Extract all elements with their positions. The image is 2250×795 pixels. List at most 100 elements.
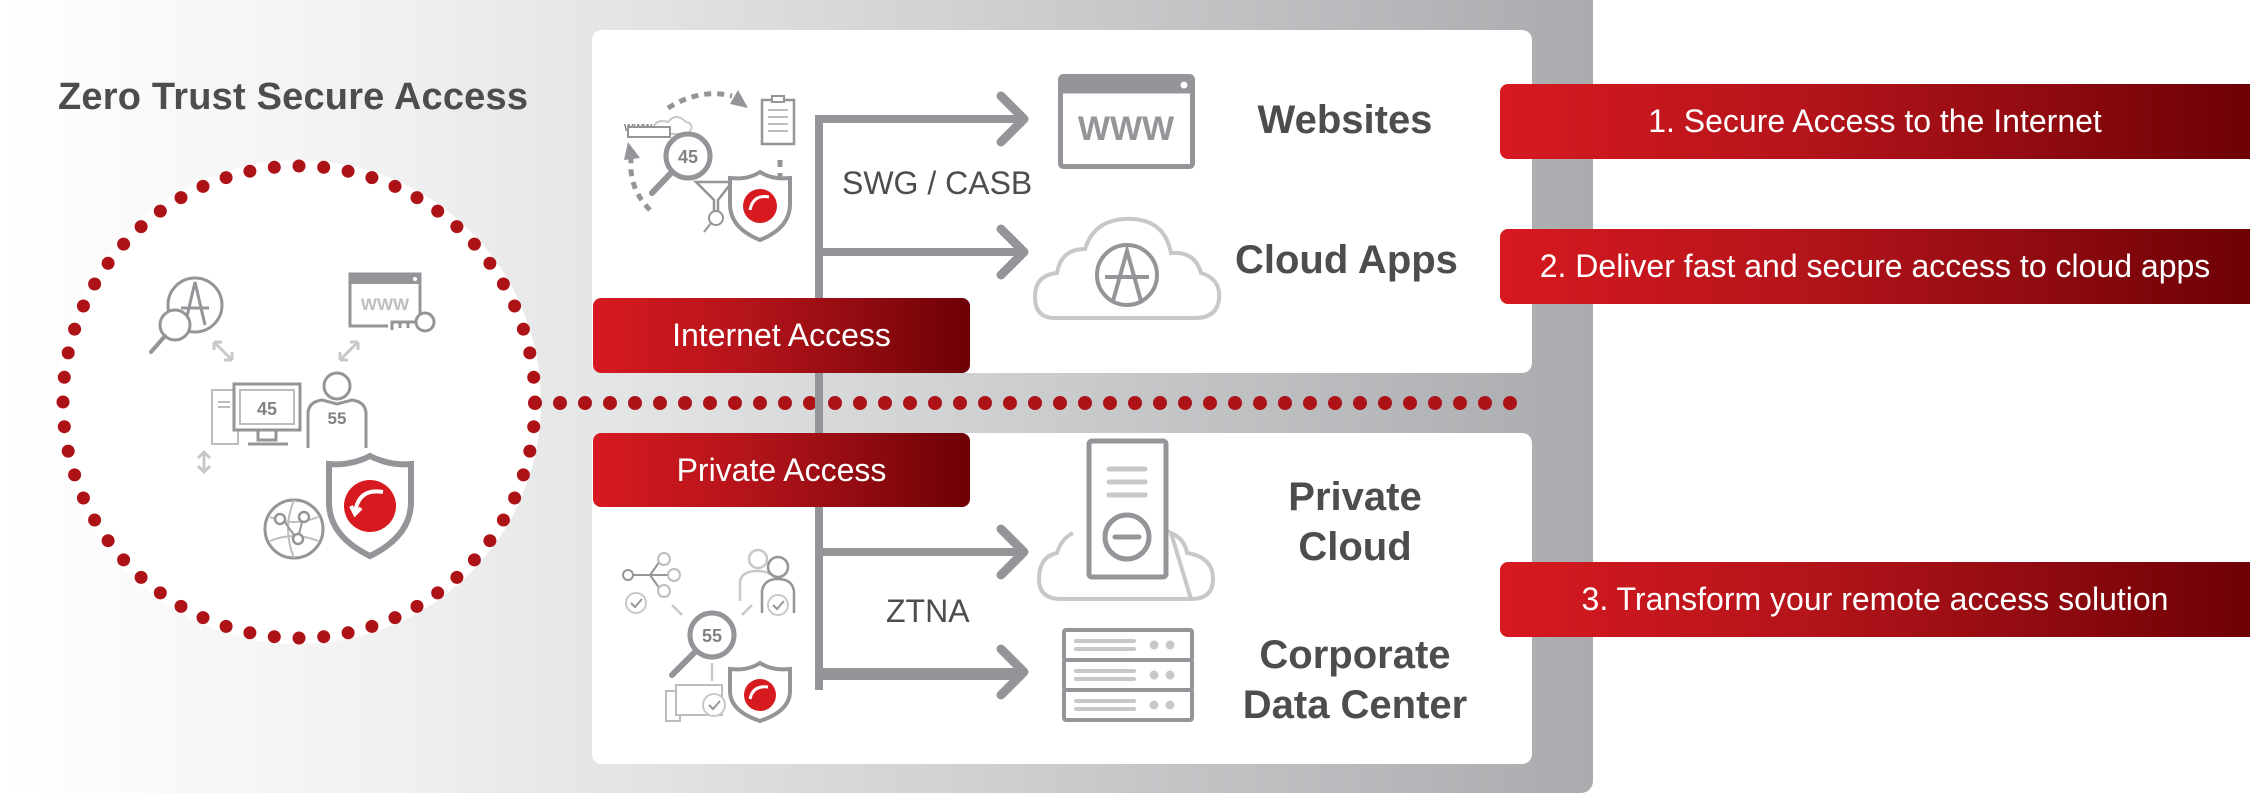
- benefit-banner-2: 2. Deliver fast and secure access to clo…: [1500, 229, 2250, 304]
- circle-dot: [88, 513, 102, 527]
- divider-dot: [1203, 396, 1217, 410]
- circle-dot: [388, 179, 402, 193]
- divider-dot: [1453, 396, 1467, 410]
- divider-dot: [1078, 396, 1092, 410]
- diagram-title: Zero Trust Secure Access: [58, 76, 529, 118]
- divider-dot: [903, 396, 917, 410]
- divider-dot: [578, 396, 592, 410]
- user-icon: 55: [306, 371, 368, 448]
- circle-dot: [292, 159, 306, 173]
- trend-shield-icon: [326, 452, 414, 560]
- divider-dot: [653, 396, 667, 410]
- circle-dot: [76, 299, 90, 313]
- divider-dot: [753, 396, 767, 410]
- divider-dot: [1053, 396, 1067, 410]
- divider-dot: [528, 396, 542, 410]
- destination-data-center-line2: Data Center: [1242, 683, 1468, 727]
- private-access-banner: Private Access: [593, 433, 970, 507]
- circle-dot: [523, 346, 537, 360]
- circle-dot: [68, 468, 82, 482]
- circle-dot: [57, 420, 71, 434]
- divider-dot: [1253, 396, 1267, 410]
- circle-dot: [365, 171, 379, 185]
- circle-dot: [317, 630, 331, 644]
- divider-dot: [703, 396, 717, 410]
- circle-dot: [410, 191, 424, 205]
- arrow-head-data-center: [996, 644, 1029, 700]
- divider-dot: [978, 396, 992, 410]
- benefit-banner-1: 1. Secure Access to the Internet: [1500, 84, 2250, 159]
- divider-dot: [1328, 396, 1342, 410]
- svg-text:WWW: WWW: [361, 295, 410, 314]
- destination-cloud-apps: Cloud Apps: [1235, 238, 1458, 282]
- divider-dot: [878, 396, 892, 410]
- divider-dot: [778, 396, 792, 410]
- circle-dot: [365, 619, 379, 633]
- divider-dot: [1028, 396, 1042, 410]
- svg-text:55: 55: [328, 409, 347, 428]
- destination-websites: Websites: [1257, 98, 1433, 142]
- benefit-banner-3: 3. Transform your remote access solution: [1500, 562, 2250, 637]
- svg-text:45: 45: [678, 147, 698, 167]
- destination-private-cloud-line1: Private: [1288, 475, 1422, 519]
- circle-dot: [61, 346, 75, 360]
- network-globe-icon: [263, 498, 325, 560]
- destination-private-cloud-line2: Cloud: [1298, 525, 1412, 569]
- internet-access-banner: Internet Access: [593, 298, 970, 373]
- server-rack-icon: [1062, 628, 1194, 722]
- circle-dot: [219, 171, 233, 185]
- circle-dot: [450, 570, 464, 584]
- circle-dot: [88, 277, 102, 291]
- circle-dot: [174, 599, 188, 613]
- divider-dot: [1303, 396, 1317, 410]
- divider-dot: [1278, 396, 1292, 410]
- circle-dot: [174, 191, 188, 205]
- circle-dot: [341, 626, 355, 640]
- svg-text:WWW: WWW: [1078, 110, 1175, 148]
- computer-icon: 45: [211, 382, 302, 446]
- internet-security-cluster-icon: WWW 45: [624, 90, 796, 243]
- divider-dot: [1228, 396, 1242, 410]
- circle-dot: [431, 586, 445, 600]
- divider-dot: [1128, 396, 1142, 410]
- divider-dot: [828, 396, 842, 410]
- divider-dot: [928, 396, 942, 410]
- circle-dot: [267, 630, 281, 644]
- circle-dot: [483, 534, 497, 548]
- circle-dot: [243, 626, 257, 640]
- circle-dot: [496, 277, 510, 291]
- divider-dot: [1428, 396, 1442, 410]
- sync-arrows-icon: [196, 340, 360, 475]
- private-security-cluster-icon: 55: [622, 548, 796, 724]
- circle-dot: [410, 599, 424, 613]
- circle-dot: [523, 444, 537, 458]
- divider-dot: [628, 396, 642, 410]
- divider-dot: [1153, 396, 1167, 410]
- divider-dotted-line: [528, 396, 1517, 410]
- circle-dot: [467, 237, 481, 251]
- circle-dot: [267, 160, 281, 174]
- divider-dot: [803, 396, 817, 410]
- divider-dot: [1103, 396, 1117, 410]
- circle-dot: [388, 611, 402, 625]
- divider-dot: [1353, 396, 1367, 410]
- app-search-icon: [149, 276, 224, 354]
- circle-dot: [101, 256, 115, 270]
- circle-dots: [56, 159, 542, 645]
- divider-dot: [953, 396, 967, 410]
- circle-dot: [117, 553, 131, 567]
- ztna-label: ZTNA: [886, 593, 970, 629]
- circle-dot: [61, 444, 75, 458]
- destination-data-center: Corporate Data Center: [1230, 630, 1480, 730]
- divider-dot: [1378, 396, 1392, 410]
- arrow-head-private-cloud: [996, 524, 1029, 580]
- circle-dot: [508, 491, 522, 505]
- divider-dot: [1503, 396, 1517, 410]
- arrow-head-cloud-apps: [996, 224, 1029, 280]
- circle-dot: [496, 513, 510, 527]
- www-key-icon: WWW: [348, 272, 436, 333]
- circle-dot: [134, 570, 148, 584]
- divider-dot: [1178, 396, 1192, 410]
- divider-dot: [603, 396, 617, 410]
- circle-dot: [68, 322, 82, 336]
